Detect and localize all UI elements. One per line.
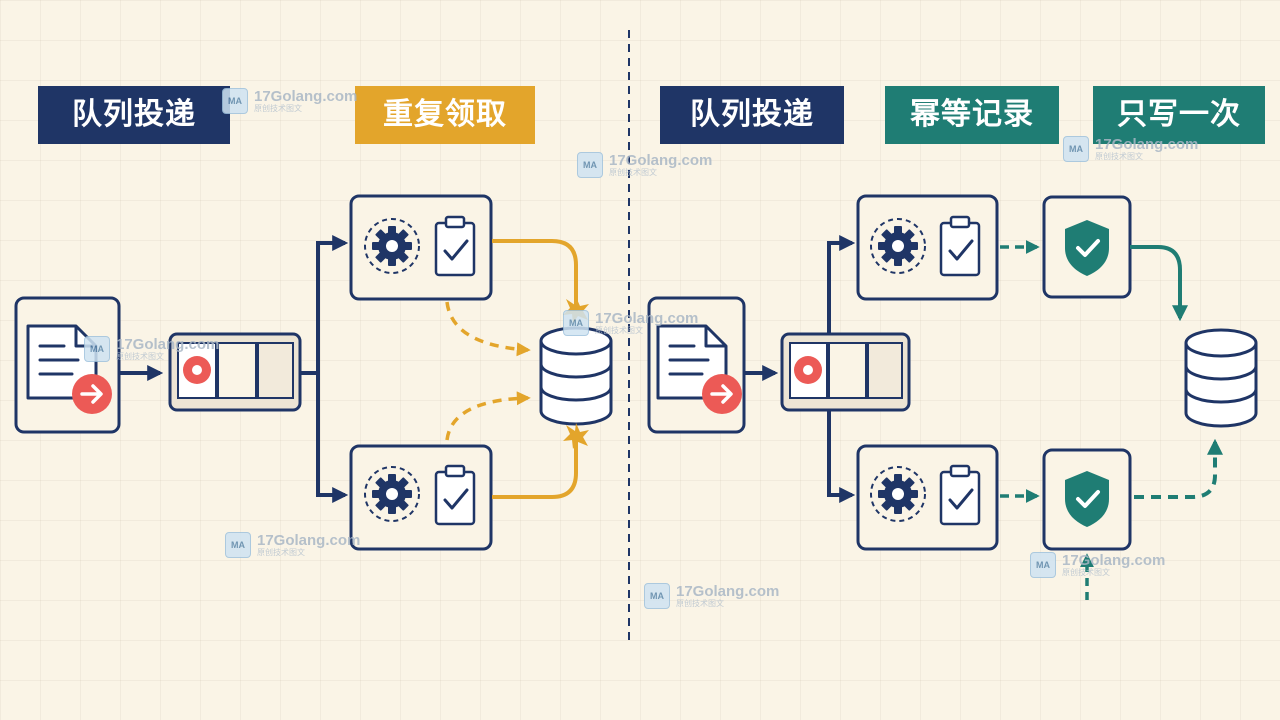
watermark-logo-icon: MA <box>222 88 248 114</box>
right-message-node <box>647 296 746 434</box>
watermark-subtext: 原创技术图文 <box>676 599 724 608</box>
database-icon <box>539 326 613 426</box>
watermark-logo-icon: MA <box>225 532 251 558</box>
watermark-subtext: 原创技术图文 <box>254 104 302 113</box>
clipboard-check-icon <box>939 215 981 277</box>
watermark-logo-icon: MA <box>577 152 603 178</box>
label-idempotent-record: 幂等记录 <box>885 86 1059 144</box>
label-write-once: 只写一次 <box>1093 86 1265 144</box>
watermark-subtext: 原创技术图文 <box>116 352 164 361</box>
watermark-logo-icon: MA <box>1030 552 1056 578</box>
clipboard-check-icon <box>434 215 476 277</box>
watermark-subtext: 原创技术图文 <box>609 168 657 177</box>
left-worker-top <box>349 194 493 301</box>
watermark-subtext: 原创技术图文 <box>1062 568 1110 577</box>
watermark-logo-icon: MA <box>563 310 589 336</box>
label-right-queue-delivery: 队列投递 <box>660 86 844 144</box>
right-write-skipped-dashed <box>1134 438 1223 499</box>
database-icon <box>1184 328 1258 428</box>
watermark-subtext: 原创技术图文 <box>1095 152 1143 161</box>
watermark-text: 17Golang.com <box>1095 136 1199 153</box>
right-arrow-to-worker-bottom <box>827 410 856 503</box>
left-write-top-solid <box>492 239 578 305</box>
watermark-logo-icon: MA <box>84 336 110 362</box>
left-write-bottom-dashed <box>445 391 531 441</box>
left-write-bottom-solid <box>492 440 578 499</box>
watermark-text: 17Golang.com <box>116 336 220 353</box>
clipboard-check-icon <box>434 464 476 526</box>
left-write-top-dashed <box>445 301 531 357</box>
idempotency-guard-bottom <box>1042 448 1132 551</box>
label-duplicate-claim: 重复领取 <box>355 86 535 144</box>
left-message-node <box>14 296 121 434</box>
watermark-text: 17Golang.com <box>254 88 358 105</box>
left-queue-node <box>168 332 302 412</box>
watermark-text: 17Golang.com <box>676 583 780 600</box>
clipboard-check-icon <box>939 464 981 526</box>
watermark-subtext: 原创技术图文 <box>257 548 305 557</box>
right-worker-bottom <box>856 444 999 551</box>
watermark-text: 17Golang.com <box>1062 552 1166 569</box>
watermark-logo-icon: MA <box>644 583 670 609</box>
watermark-logo-icon: MA <box>1063 136 1089 162</box>
right-write-once-solid <box>1130 245 1188 322</box>
left-arrow-to-worker-top <box>300 235 349 375</box>
watermark-text: 17Golang.com <box>609 152 713 169</box>
left-arrow-to-worker-bottom <box>316 373 349 503</box>
left-worker-bottom <box>349 444 493 551</box>
label-left-queue-delivery: 队列投递 <box>38 86 230 144</box>
watermark-text: 17Golang.com <box>595 310 699 327</box>
right-arrow-to-worker-top <box>827 235 856 334</box>
idempotency-guard-top <box>1042 195 1132 299</box>
right-worker-top <box>856 194 999 301</box>
watermark-subtext: 原创技术图文 <box>595 326 643 335</box>
watermark-text: 17Golang.com <box>257 532 361 549</box>
right-queue-node <box>780 332 911 412</box>
